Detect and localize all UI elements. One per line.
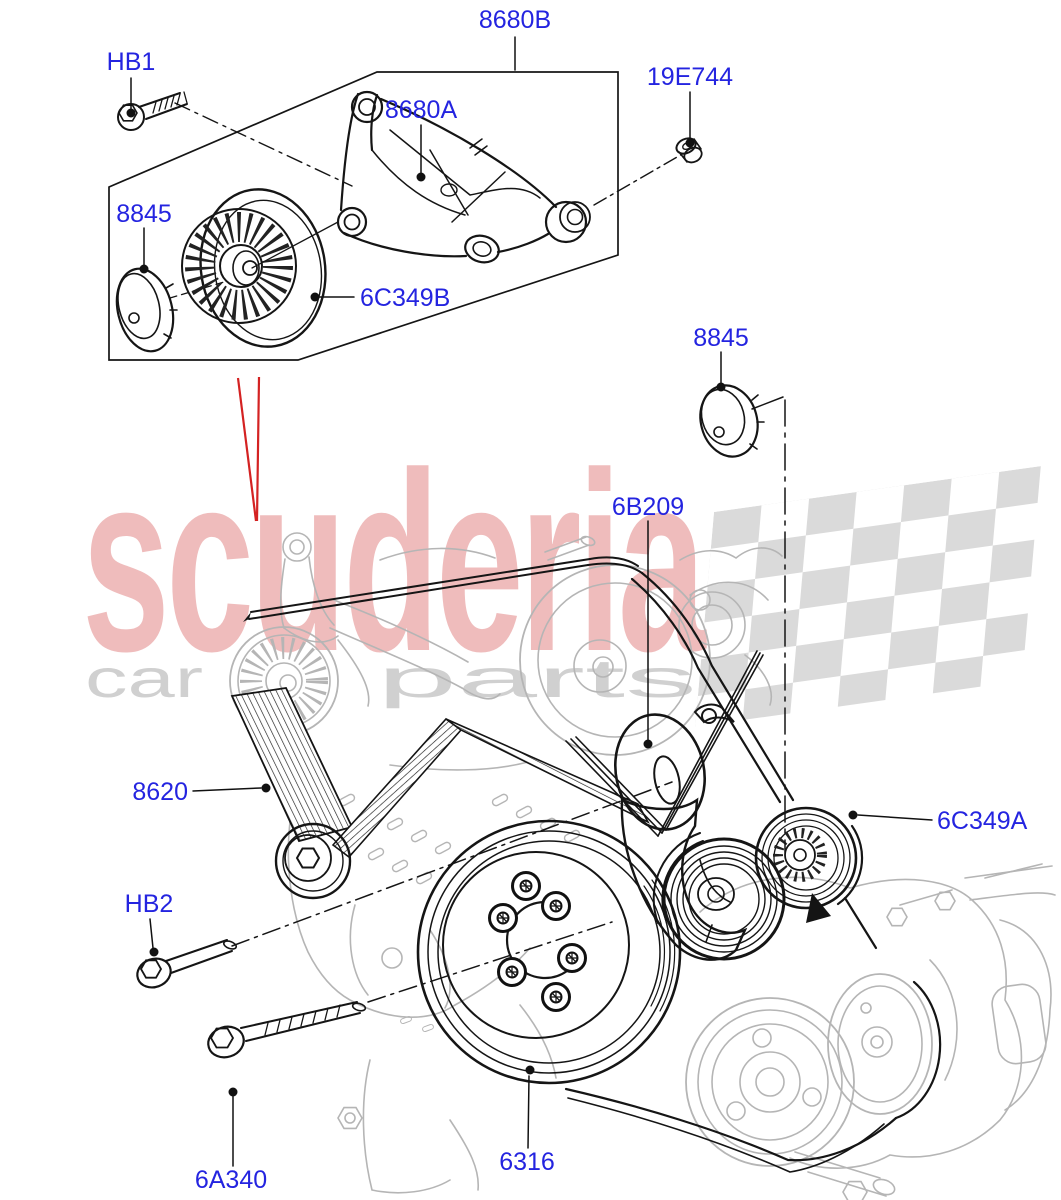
callout-HB1: HB1 xyxy=(107,48,156,118)
part-label-8845-right[interactable]: 8845 xyxy=(693,324,749,352)
ps-pump-pulley xyxy=(827,959,958,1115)
leader-dot xyxy=(685,138,695,148)
callout-8620: 8620 xyxy=(132,778,271,806)
cap-link-line xyxy=(751,396,784,410)
cap-8845-top xyxy=(115,267,178,353)
watermark-tagline-left: car xyxy=(85,649,203,709)
pulley-6c349b xyxy=(181,188,327,348)
leader-dot xyxy=(643,739,653,749)
assembly-line-pulley xyxy=(251,221,339,269)
part-label-6b209[interactable]: 6B209 xyxy=(612,493,684,521)
callout-8680A: 8680A xyxy=(385,96,458,182)
cap-8845-right xyxy=(699,384,765,458)
callout-6C349A: 6C349A xyxy=(848,807,1028,835)
leader-dot xyxy=(126,108,136,118)
bolt-hb2 xyxy=(136,939,238,989)
part-label-8680a[interactable]: 8680A xyxy=(385,96,458,124)
bolt-6a340 xyxy=(207,1001,367,1059)
checkered-flag-watermark xyxy=(695,466,1041,727)
axis-line-hb2 xyxy=(231,781,673,947)
callout-6B209: 6B209 xyxy=(612,493,684,749)
leader-dot xyxy=(310,292,320,302)
part-label-19e744[interactable]: 19E744 xyxy=(647,63,733,91)
tensioner-pulley-6b209 xyxy=(662,837,786,961)
ac-compressor xyxy=(685,863,1056,1200)
detail-box-frame xyxy=(108,71,619,361)
part-label-8620[interactable]: 8620 xyxy=(132,778,188,806)
leader-dot xyxy=(228,1087,238,1097)
axis-line-6a340 xyxy=(367,921,613,1003)
axis-line-19e744 xyxy=(593,152,685,206)
leader-dot xyxy=(716,382,726,392)
detail-box xyxy=(108,71,703,361)
belt-8620 xyxy=(230,556,764,924)
leader-line xyxy=(192,787,262,792)
part-label-8680b[interactable]: 8680B xyxy=(479,6,551,34)
engine-block-edge xyxy=(337,1059,480,1194)
part-label-hb1[interactable]: HB1 xyxy=(107,48,156,76)
callouts: 8680B HB1 8845 8680A 6C349B 19E744 xyxy=(107,6,1028,1194)
belt-6c349a xyxy=(564,571,942,1173)
bracket-8680a xyxy=(336,90,591,264)
red-pointer xyxy=(236,376,261,522)
leader-dot xyxy=(416,172,426,182)
part-label-hb2[interactable]: HB2 xyxy=(125,890,174,918)
leader-dot xyxy=(525,1065,535,1075)
tensioner-bracket-insitu xyxy=(279,532,501,707)
crank-pulley-6316 xyxy=(416,819,682,1085)
alternator-pulley xyxy=(274,822,352,900)
callout-6C349B: 6C349B xyxy=(310,284,450,312)
leader-dot xyxy=(848,810,858,820)
leader-line xyxy=(149,918,154,949)
leader-dot xyxy=(261,783,271,793)
callout-19E744: 19E744 xyxy=(647,63,733,148)
leader-line xyxy=(527,1075,530,1149)
part-label-8845-top[interactable]: 8845 xyxy=(116,200,172,228)
leader-dot xyxy=(139,264,149,274)
part-label-6c349b[interactable]: 6C349B xyxy=(360,284,450,312)
callout-8845-top: 8845 xyxy=(116,200,172,274)
callout-6A340: 6A340 xyxy=(195,1087,267,1194)
watermark-tagline-right: parts xyxy=(377,649,697,709)
callout-6316: 6316 xyxy=(499,1065,555,1176)
leader-line xyxy=(857,814,933,821)
part-label-6c349a[interactable]: 6C349A xyxy=(937,807,1028,835)
callout-8845-right: 8845 xyxy=(693,324,749,392)
callout-8680B: 8680B xyxy=(479,6,551,71)
leader-dot xyxy=(149,947,159,957)
part-label-6a340[interactable]: 6A340 xyxy=(195,1166,267,1194)
part-label-6316[interactable]: 6316 xyxy=(499,1148,555,1176)
idler-pulley xyxy=(754,806,858,923)
axis-line-hb1 xyxy=(174,102,353,187)
watermark: scuderia car parts xyxy=(82,420,1041,727)
callout-HB2: HB2 xyxy=(125,890,174,957)
main-view-foreground xyxy=(136,376,942,1173)
